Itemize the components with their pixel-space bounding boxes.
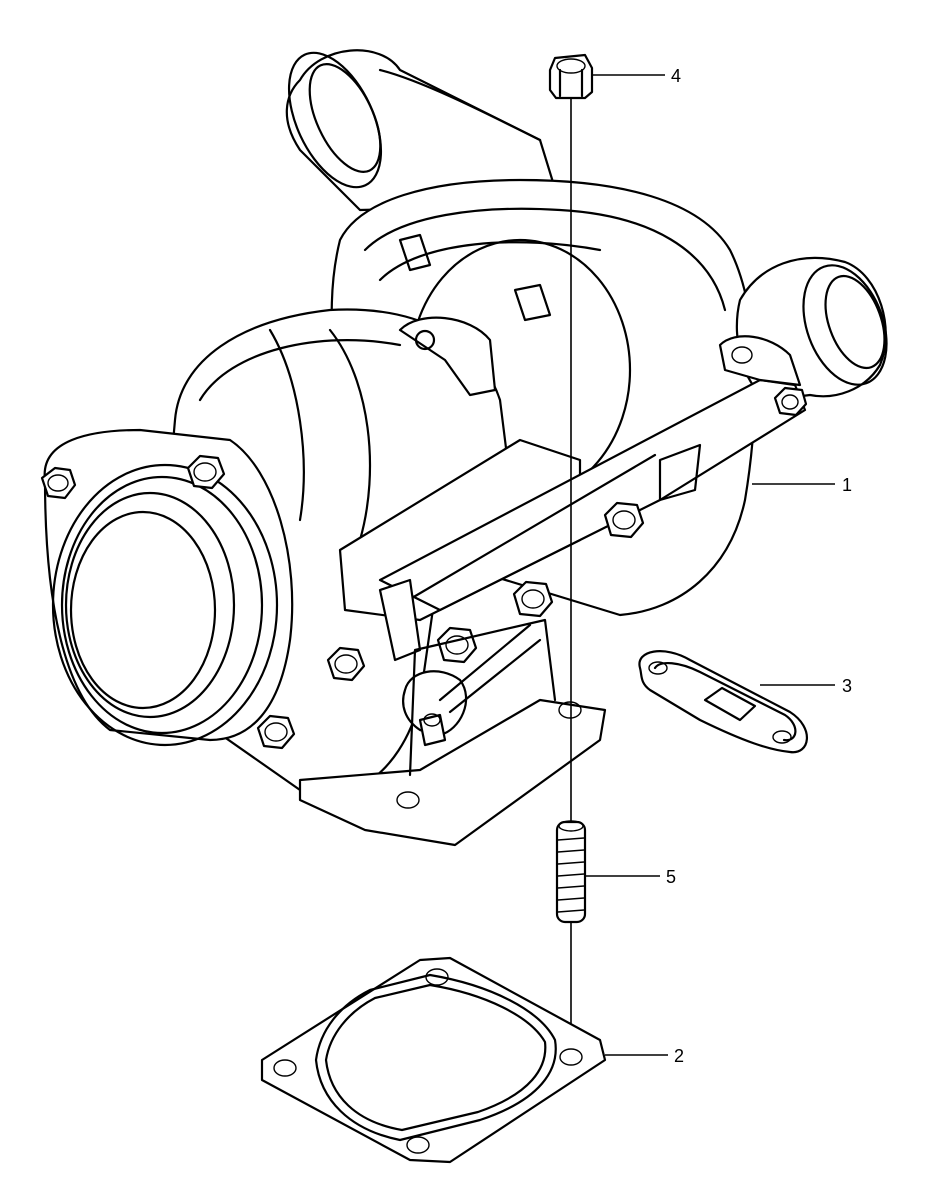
- threaded-stud: [555, 820, 587, 924]
- bracket-bolt-2: [512, 580, 554, 618]
- flange-bolts: [40, 454, 366, 750]
- callout-label-4: 4: [671, 66, 681, 86]
- bolt-head-mid: [326, 646, 366, 682]
- callout-4: 4: [592, 66, 681, 86]
- turbine-inlet-flange: [43, 428, 294, 747]
- wastegate-lever: [402, 623, 542, 747]
- turbocharger-assembly: [40, 49, 888, 847]
- bolt-head-top: [186, 454, 226, 490]
- callout-label-3: 3: [842, 676, 852, 696]
- bracket-bolt-end: [773, 386, 808, 417]
- callout-1: 1: [752, 475, 852, 495]
- bracket-bolts: [436, 386, 808, 664]
- bracket-bolt-3: [603, 501, 645, 539]
- compressor-outlet-pipe: [285, 49, 562, 212]
- callout-3: 3: [760, 676, 852, 696]
- turbine-outlet-flange: [298, 618, 607, 847]
- actuator-bracket-arm: [378, 335, 807, 662]
- callout-label-2: 2: [674, 1046, 684, 1066]
- callout-5: 5: [586, 867, 676, 887]
- callout-2: 2: [605, 1046, 684, 1066]
- callout-label-5: 5: [666, 867, 676, 887]
- bolt-head-top-left: [40, 466, 77, 500]
- large-gasket: [260, 956, 607, 1164]
- callout-label-1: 1: [842, 475, 852, 495]
- bracket-bolt-1: [436, 626, 478, 664]
- small-gasket: [638, 650, 808, 754]
- bolt-head-bottom: [256, 714, 296, 750]
- hex-nut: [548, 53, 594, 100]
